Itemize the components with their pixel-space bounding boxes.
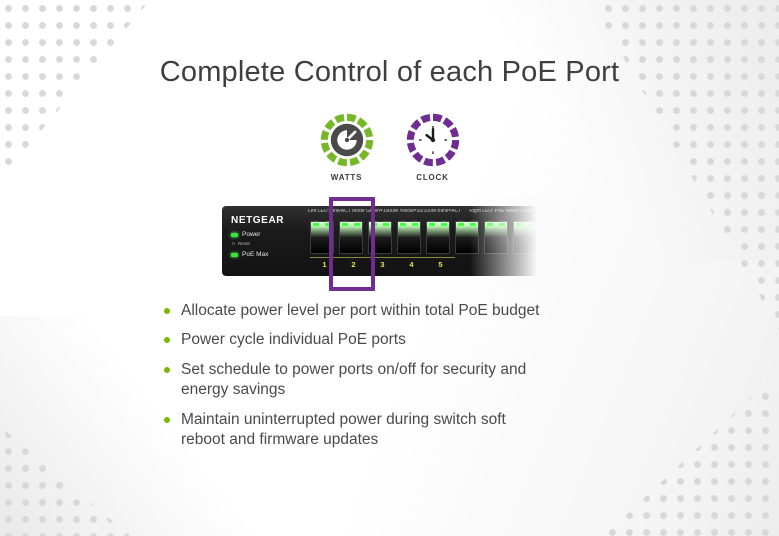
watts-feature: WATTS xyxy=(318,113,376,182)
port-number-row: 1 2 3 4 5 xyxy=(310,257,455,269)
bullet-text: Allocate power level per port within tot… xyxy=(181,302,540,319)
clock-label: CLOCK xyxy=(416,173,449,182)
list-item: Maintain uninterrupted power during swit… xyxy=(164,410,664,451)
port-number: 4 xyxy=(397,257,426,269)
port-led-right xyxy=(325,223,331,226)
poe-max-label: PoE Max xyxy=(242,251,269,258)
port-led-right xyxy=(383,223,389,226)
watts-gauge-icon xyxy=(320,113,373,167)
reset-button xyxy=(232,242,235,245)
bullet-dot xyxy=(164,416,170,423)
clock-icon xyxy=(406,113,459,167)
bullet-text: Set schedule to power ports on/off for s… xyxy=(181,360,527,399)
port-number: 2 xyxy=(339,257,368,269)
port-led-right xyxy=(441,223,447,226)
port-led-right xyxy=(354,223,360,226)
feature-icons: WATTS CLOCK xyxy=(0,113,779,182)
list-item: Power cycle individual PoE ports xyxy=(164,330,664,350)
bullet-dot xyxy=(164,366,170,373)
reset-control: Reset xyxy=(232,241,303,246)
feature-bullet-list: Allocate power level per port within tot… xyxy=(164,301,664,460)
page-title: Complete Control of each PoE Port xyxy=(159,56,620,88)
port xyxy=(426,221,450,254)
port-led-left xyxy=(342,223,348,226)
port xyxy=(339,221,363,254)
port-number: 3 xyxy=(368,257,397,269)
power-indicator: Power xyxy=(231,231,303,238)
reset-label: Reset xyxy=(238,241,250,246)
bullet-dot xyxy=(164,308,170,314)
port-led-left xyxy=(400,223,406,226)
port-number: 1 xyxy=(310,257,339,269)
bullet-text: Power cycle individual PoE ports xyxy=(181,331,406,349)
poe-max-indicator: PoE Max xyxy=(231,251,303,258)
switch-led-legend-left: Left LED: Link/ACT Mode Green=1000M Yell… xyxy=(308,209,462,214)
port-number: 5 xyxy=(426,257,455,269)
port-led-right xyxy=(412,223,418,226)
power-label: Power xyxy=(242,231,261,238)
port-led-left xyxy=(429,223,435,226)
list-item: Set schedule to power ports on/off for s… xyxy=(164,360,664,401)
port xyxy=(397,221,421,254)
power-led xyxy=(231,232,238,237)
bullet-dot xyxy=(164,337,170,344)
bullet-text: Maintain uninterrupted power during swit… xyxy=(181,410,506,449)
list-item: Allocate power level per port within tot… xyxy=(164,301,664,321)
netgear-logo: NETGEAR xyxy=(231,215,285,226)
port-2-highlight-box xyxy=(329,197,375,291)
port-led-left xyxy=(313,223,319,226)
switch-right-fade xyxy=(470,196,560,291)
watts-label: WATTS xyxy=(330,173,363,182)
poe-max-led xyxy=(231,252,238,257)
switch-front-labels: NETGEAR Power Reset PoE Max xyxy=(231,215,303,258)
port-led-left xyxy=(458,223,464,226)
clock-feature: CLOCK xyxy=(404,113,462,182)
